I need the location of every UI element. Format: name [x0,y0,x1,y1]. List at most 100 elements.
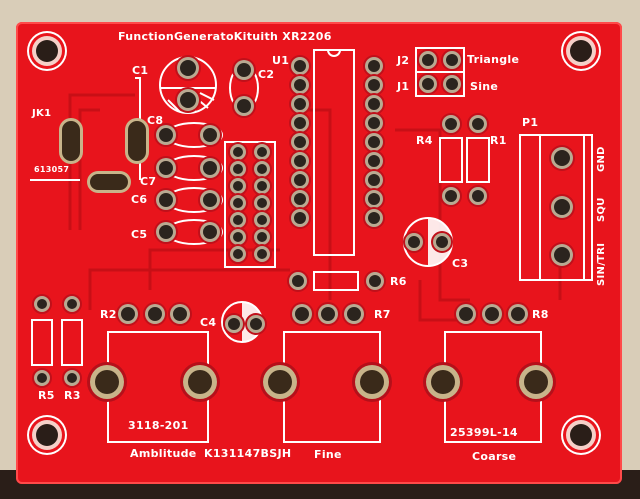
solder-pad [294,155,306,167]
solder-pad [294,98,306,110]
mounting-hole [36,40,58,62]
label-c7: C7 [140,175,157,188]
solder-pad [233,198,243,208]
label-triangle: Triangle [467,53,520,66]
label-p1: P1 [522,116,539,129]
label-r3: R3 [64,389,81,402]
solder-pad [121,307,135,321]
solder-pad [554,247,570,263]
label-r8: R8 [532,308,549,321]
jack-slot [62,121,80,161]
potentiometer-pad [95,370,119,394]
solder-pad [233,147,243,157]
solder-pad [203,161,217,175]
solder-pad [472,190,484,202]
potentiometer-pad [268,370,292,394]
label-r2: R2 [100,308,117,321]
label-jack-part: 613057 [34,165,70,174]
mounting-hole [36,424,58,446]
solder-pad [436,236,448,248]
copper-traces [68,93,562,322]
solder-pad [511,307,525,321]
label-c3: C3 [452,257,469,270]
solder-pad [446,78,458,90]
solder-pad [257,232,267,242]
solder-pad [233,164,243,174]
solder-pad [148,307,162,321]
solder-pad [472,118,484,130]
label-fine: Fine [314,448,342,461]
label-u1: U1 [272,54,290,67]
solder-pad [37,373,47,383]
label-jk1: JK1 [32,108,52,119]
solder-pad [368,193,380,205]
solder-pad [233,215,243,225]
solder-pad [257,181,267,191]
solder-pad [294,193,306,205]
solder-pad [368,212,380,224]
label-c2: C2 [258,68,275,81]
solder-pad [294,174,306,186]
solder-pad [37,299,47,309]
label-c1: C1 [132,64,149,77]
label-r1: R1 [490,134,507,147]
solder-pad [445,190,457,202]
solder-pad [294,136,306,148]
label-c6: C6 [131,193,148,206]
label-part-number: K131147BSJH [204,447,292,460]
potentiometer-pad [524,370,548,394]
solder-pad [159,128,173,142]
solder-pad [347,307,361,321]
solder-pad [554,199,570,215]
solder-pad [159,161,173,175]
jack-slot [128,121,146,161]
header-outline [224,141,276,268]
solder-pad [294,60,306,72]
label-sine: Sine [470,80,499,93]
solder-pad [422,54,434,66]
solder-pad [369,275,381,287]
label-r6: R6 [390,275,407,288]
solder-pad [368,155,380,167]
solder-pad [422,78,434,90]
solder-pad [257,147,267,157]
mounting-hole [570,424,592,446]
solder-pad [180,60,196,76]
potentiometer-pad [188,370,212,394]
label-c8: C8 [147,114,164,127]
solder-pad [485,307,499,321]
solder-pad [368,98,380,110]
solder-pad [446,54,458,66]
label-gnd: GND [596,146,607,172]
solder-pad [459,307,473,321]
mounting-hole [570,40,592,62]
label-sin-tri: SIN/TRI [596,242,607,286]
label-r4: R4 [416,134,433,147]
label-coarse: Coarse [472,450,517,463]
label-amplitude: Amblitude [130,447,197,460]
potentiometer-pad [431,370,455,394]
solder-pad [159,193,173,207]
solder-pad [67,299,77,309]
solder-pad [294,117,306,129]
solder-pad [368,136,380,148]
solder-pad [159,225,173,239]
potentiometer-pad [360,370,384,394]
label-c4: C4 [200,316,217,329]
solder-pad [321,307,335,321]
label-c5: C5 [131,228,148,241]
solder-pad [237,63,251,77]
c1-outline [159,56,217,114]
solder-pad [203,193,217,207]
solder-pad [67,373,77,383]
solder-pad [294,212,306,224]
solder-pad [237,99,251,113]
solder-pad [257,215,267,225]
label-squ: SQU [596,197,607,222]
solder-pad [228,318,240,330]
solder-pad [295,307,309,321]
solder-pad [554,150,570,166]
solder-pad [233,181,243,191]
solder-pad [368,79,380,91]
